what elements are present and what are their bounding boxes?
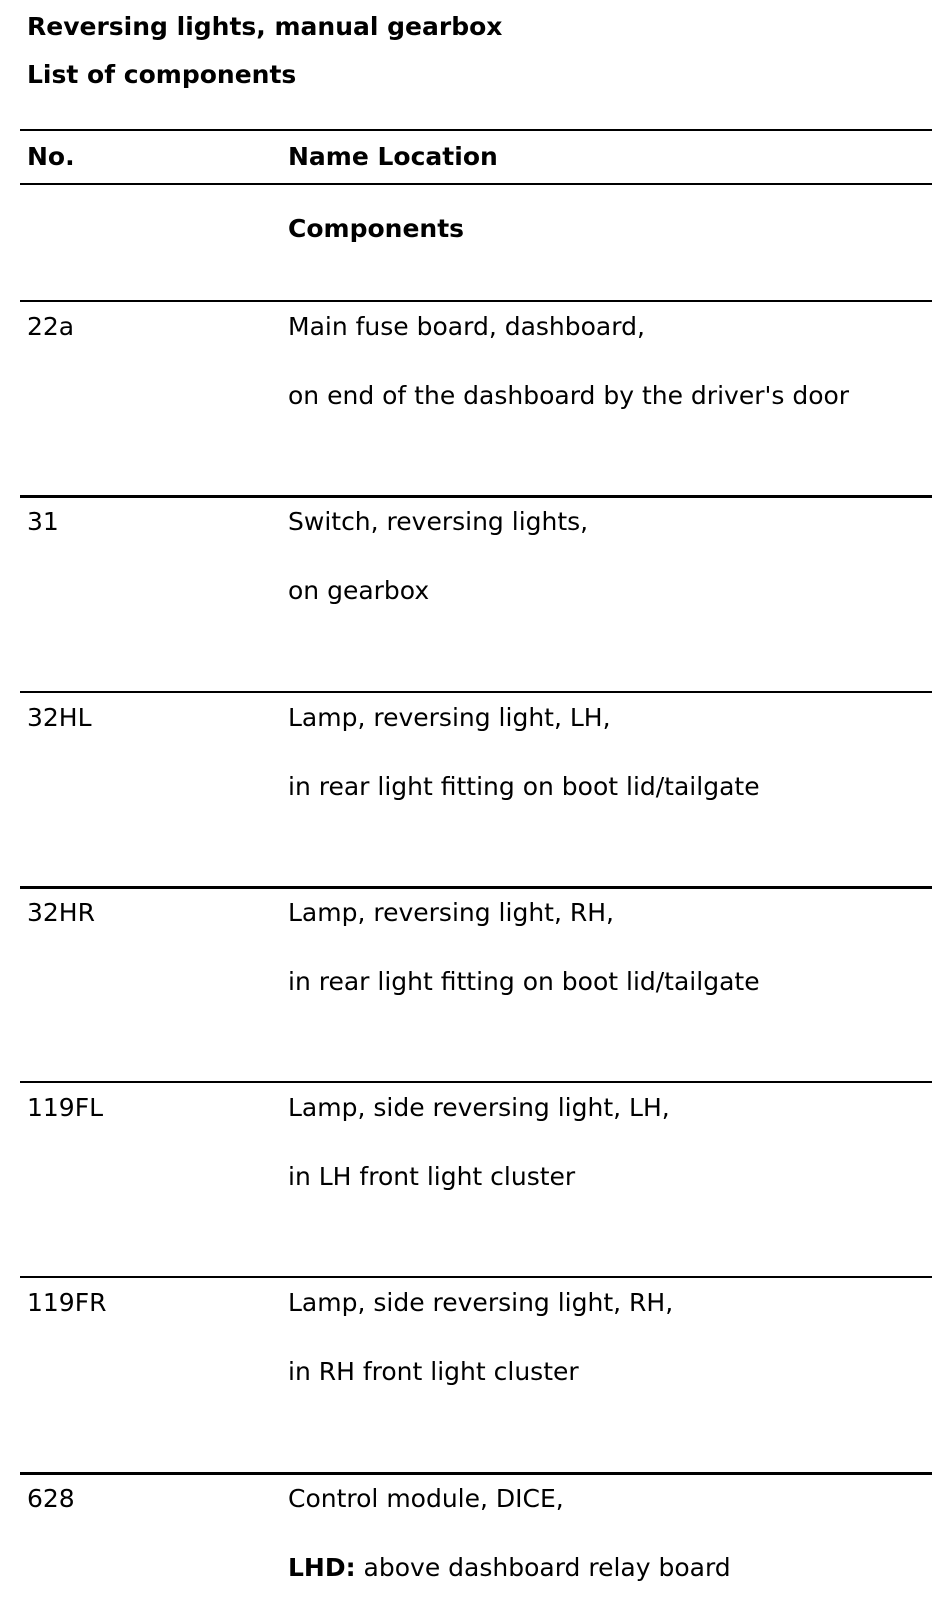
row-name: Switch, reversing lights, (288, 507, 589, 536)
document-title: Reversing lights, manual gearbox (27, 12, 503, 41)
row-divider (20, 1276, 932, 1278)
row-number: 32HR (27, 898, 95, 927)
row-divider (20, 300, 932, 302)
row-location: in rear light fitting on boot lid/tailga… (288, 772, 760, 801)
row-divider (20, 495, 932, 498)
location-text: above dashboard relay board (355, 1553, 731, 1582)
row-location: on gearbox (288, 576, 430, 605)
row-name: Main fuse board, dashboard, (288, 312, 645, 341)
row-number: 32HL (27, 703, 92, 732)
row-location: in rear light fitting on boot lid/tailga… (288, 967, 760, 996)
document-subtitle: List of components (27, 60, 297, 89)
row-name: Lamp, reversing light, RH, (288, 898, 614, 927)
section-label-components: Components (288, 214, 465, 243)
row-location: LHD: above dashboard relay board (288, 1553, 731, 1583)
row-divider (20, 691, 932, 693)
row-name: Lamp, side reversing light, RH, (288, 1288, 674, 1317)
table-top-rule (20, 129, 932, 131)
row-number: 119FL (27, 1093, 104, 1122)
row-number: 628 (27, 1484, 75, 1513)
row-number: 22a (27, 312, 75, 341)
header-rule (20, 183, 932, 185)
header-name-location: Name Location (288, 142, 498, 171)
row-location: in RH front light cluster (288, 1357, 579, 1386)
row-name: Lamp, side reversing light, LH, (288, 1093, 670, 1122)
row-name: Control module, DICE, (288, 1484, 564, 1513)
row-number: 119FR (27, 1288, 107, 1317)
row-name: Lamp, reversing light, LH, (288, 703, 611, 732)
row-divider (20, 1472, 932, 1475)
row-location: in LH front light cluster (288, 1162, 576, 1191)
row-number: 31 (27, 507, 59, 536)
header-no: No. (27, 142, 75, 171)
row-divider (20, 1081, 932, 1083)
row-divider (20, 886, 932, 889)
location-prefix-lhd: LHD: (288, 1553, 356, 1582)
row-location: on end of the dashboard by the driver's … (288, 381, 850, 410)
